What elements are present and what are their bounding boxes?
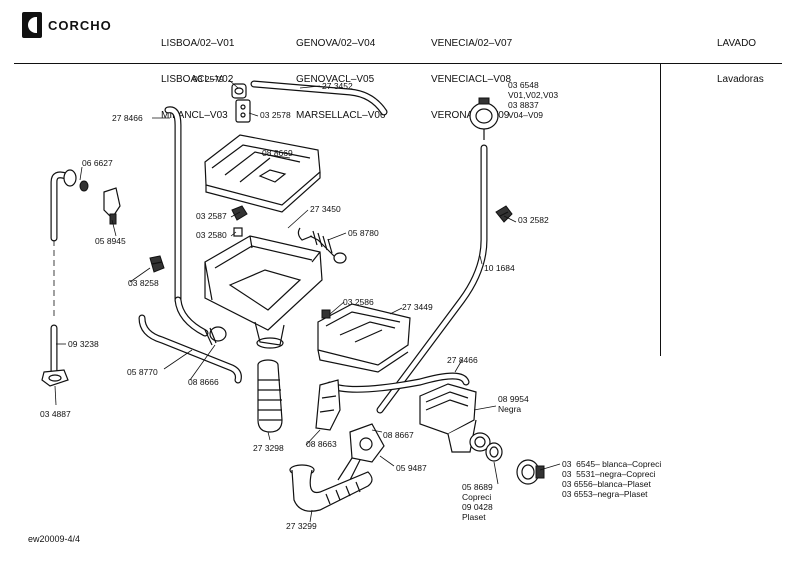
part-label: 27 3452: [322, 81, 353, 91]
dispenser-rod: [250, 80, 388, 116]
pump-cap: [516, 459, 545, 485]
category-title: LAVADO: [717, 38, 757, 49]
part-label: 27 8466: [112, 113, 143, 123]
part-label: 05 8780: [348, 228, 379, 238]
part-label: 08 8667: [383, 430, 414, 440]
left-pipe: [50, 169, 121, 320]
part-label: 03 6548 V01,V02,V03 03 8837 V04–V09: [508, 80, 559, 120]
part-label: 08 9954 Negra: [498, 394, 529, 414]
part-label: 03 6545– blanca–Copreci 03 5531–negra–Co…: [562, 459, 662, 499]
part-label: 27 3449: [402, 302, 433, 312]
inlet-spring: [297, 227, 347, 264]
model-name: LISBOACL–V02: [161, 74, 234, 85]
clamp-top: [231, 83, 251, 123]
pressure-switch: [469, 97, 499, 140]
drain-hose-long: [164, 106, 209, 337]
model-name: VENECIA/02–V07: [431, 38, 513, 49]
part-label: 27 3298: [253, 443, 284, 453]
part-label: 03 8258: [128, 278, 159, 288]
pump-housing: [315, 379, 341, 431]
model-name: MILANCL–V03: [161, 110, 228, 121]
part-label: 08 8663: [306, 439, 337, 449]
part-label: 03 2580: [196, 230, 227, 240]
drain-hose-right: [326, 372, 470, 393]
part-label: 08 8666: [188, 377, 219, 387]
part-label: 03 2586: [343, 297, 374, 307]
part-label: 09 3238: [68, 339, 99, 349]
part-label: 05 9487: [396, 463, 427, 473]
clip-right: [495, 205, 513, 223]
clip-small: [231, 205, 248, 237]
part-label: 03 2578: [260, 110, 291, 120]
part-label: 03 4887: [40, 409, 71, 419]
part-label: 03 2579: [193, 74, 224, 84]
side-rule: [660, 63, 661, 356]
filter-cap: [485, 442, 503, 462]
pressure-tube: [376, 144, 488, 414]
part-label: 05 8770: [127, 367, 158, 377]
category-block: LAVADO Lavadoras: [717, 14, 764, 110]
bellows-pipe: [257, 359, 283, 433]
clip-left: [149, 255, 165, 273]
part-label: 03 2587: [196, 211, 227, 221]
part-label: 03 2582: [518, 215, 549, 225]
model-name: MARSELLACL–V06: [296, 110, 386, 121]
siphon-hose: [138, 314, 242, 384]
part-label: 08 8669: [262, 148, 293, 158]
brand-logo-mark: [22, 12, 42, 38]
bottom-bellows: [289, 464, 373, 512]
part-label: 10 1684: [484, 263, 515, 273]
document-code: ew20009-4/4: [28, 534, 81, 544]
part-label: 27 8466: [447, 355, 478, 365]
header-rule: [14, 63, 782, 64]
category-subtitle: Lavadoras: [717, 74, 764, 85]
part-label: 06 6627: [82, 158, 113, 168]
model-name: VENECIACL–V08: [431, 74, 512, 85]
brand-logo: CORCHO: [22, 12, 112, 38]
soap-box: [204, 235, 323, 349]
brand-name: CORCHO: [48, 17, 112, 33]
model-name: GENOVA/02–V04: [296, 38, 376, 49]
part-label: 27 3450: [310, 204, 341, 214]
part-label: 27 3299: [286, 521, 317, 531]
lower-left-pipe: [41, 324, 69, 387]
dispenser-box: [317, 303, 411, 373]
part-label: 05 8945: [95, 236, 126, 246]
model-list-col2: GENOVA/02–V04 GENOVACL–V05 MARSELLACL–V0…: [296, 14, 386, 146]
model-name: GENOVACL–V05: [296, 74, 375, 85]
drawer-housing: [204, 134, 321, 213]
part-label: 05 8689 Copreci 09 0428 Plaset: [462, 482, 493, 522]
valve-body: [337, 423, 385, 485]
leader-lines: [54, 79, 561, 523]
model-name: LISBOA/02–V01: [161, 38, 235, 49]
motor-unit: [419, 383, 491, 453]
model-list-col1: LISBOA/02–V01 LISBOACL–V02 MILANCL–V03: [161, 14, 234, 146]
